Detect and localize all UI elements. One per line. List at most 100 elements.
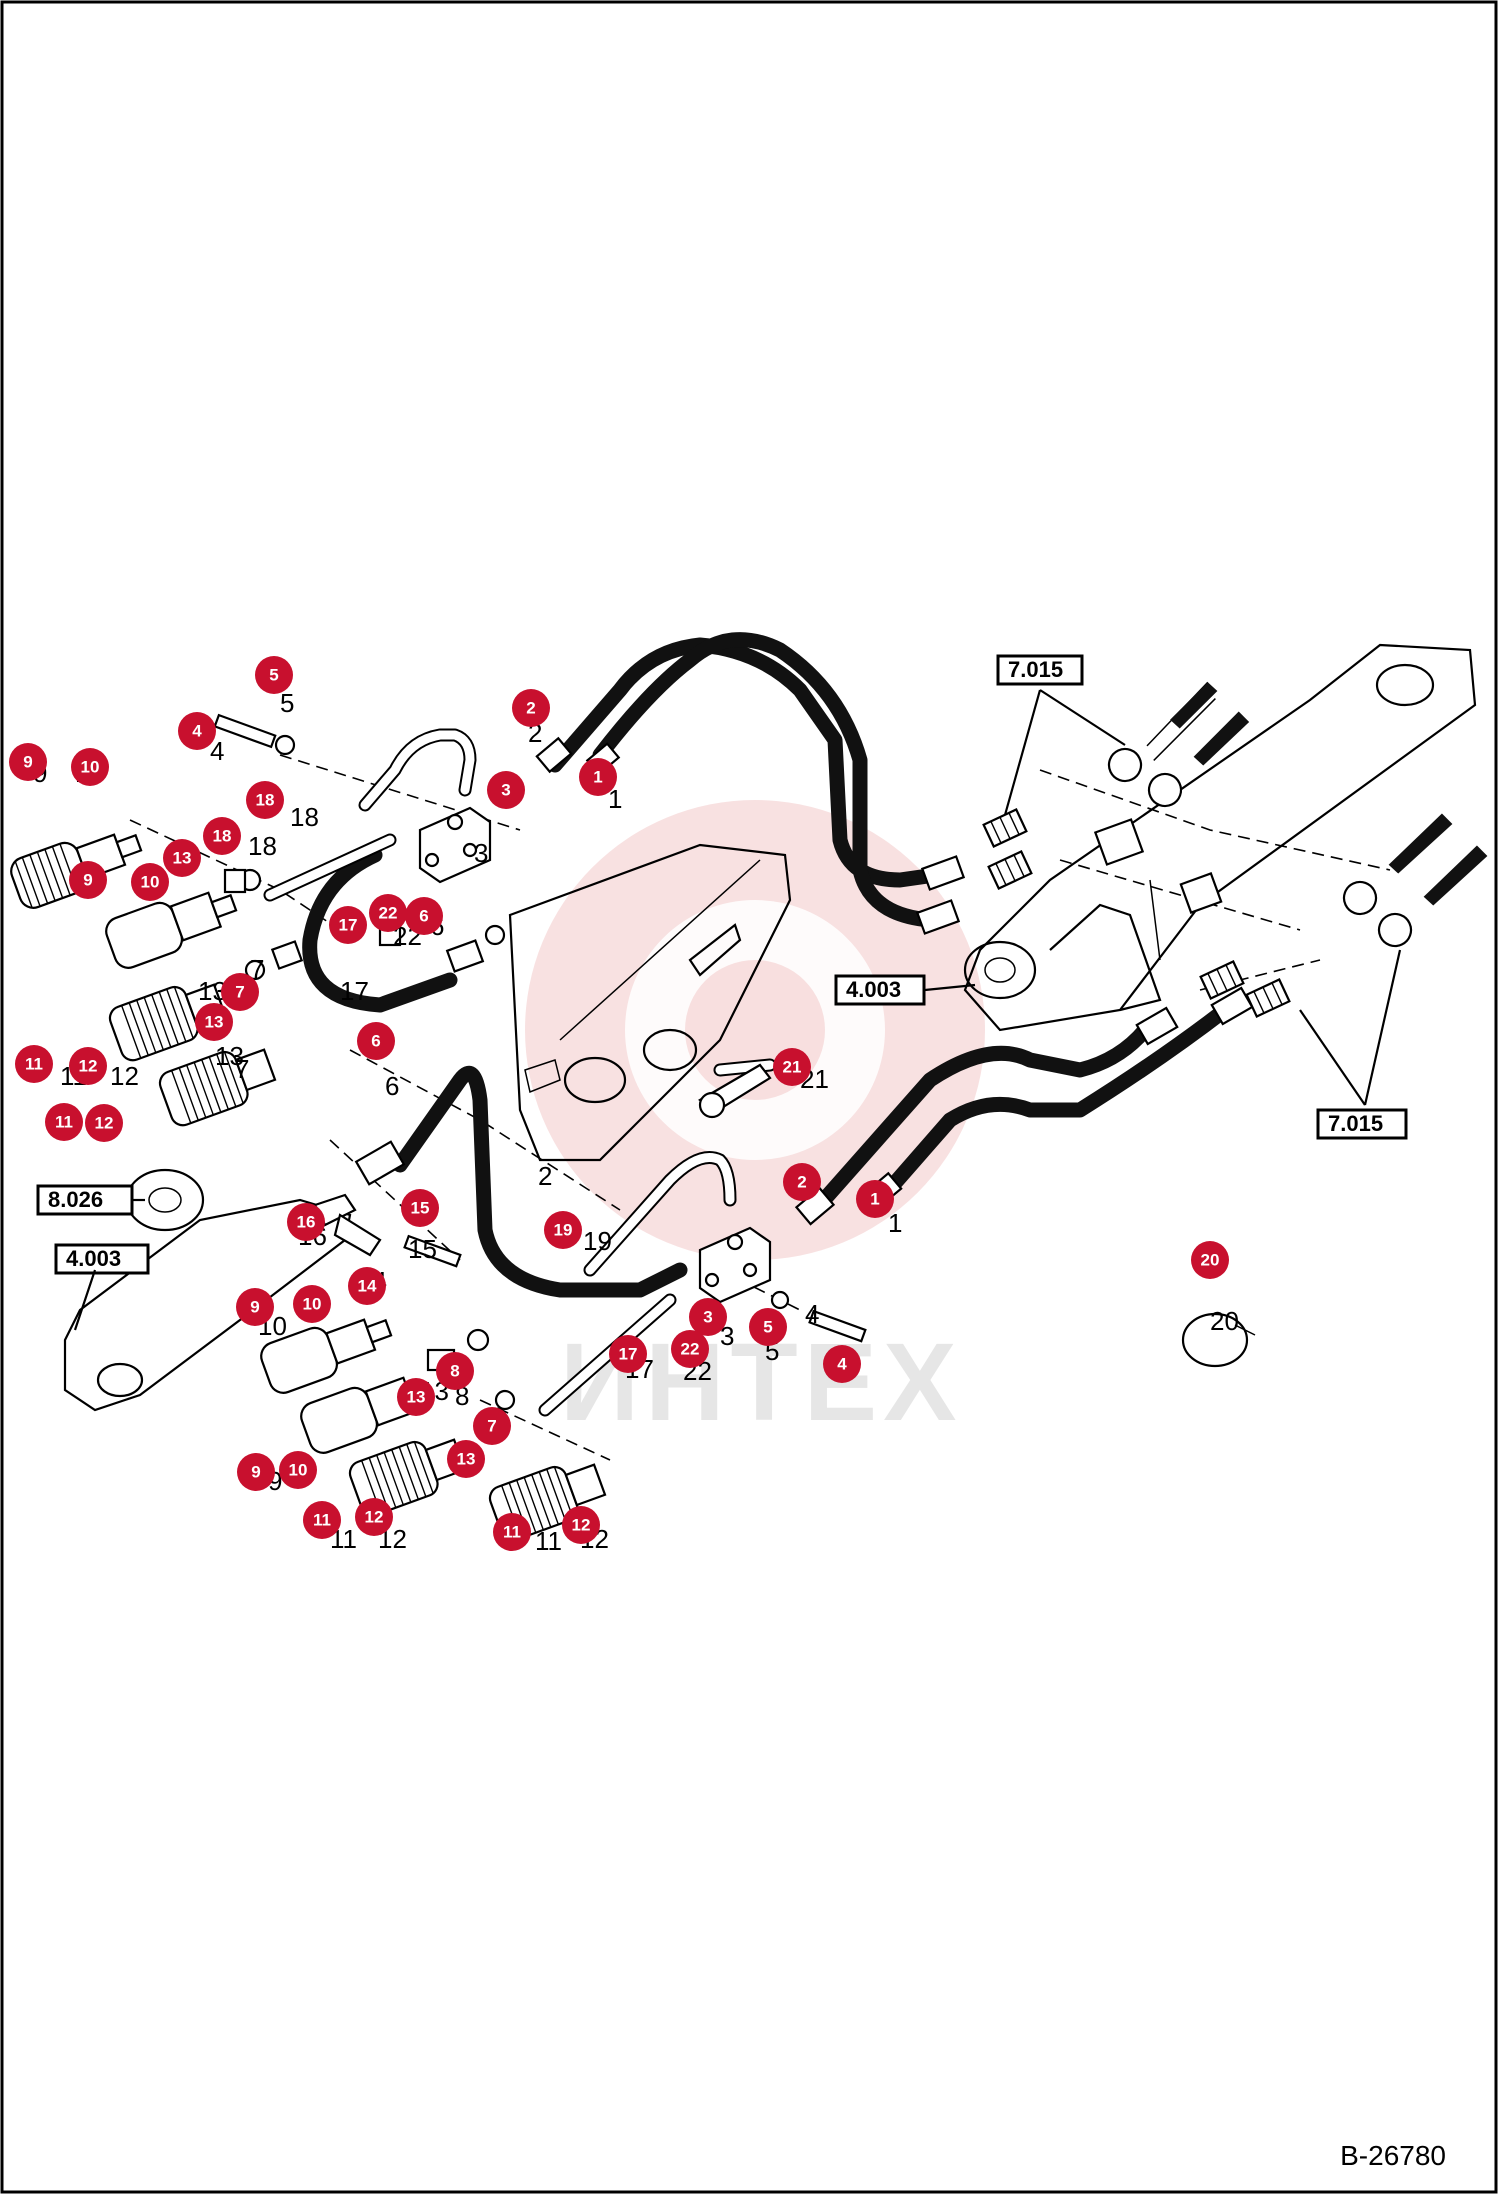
ref-7015-right-box: 7.015: [1316, 1108, 1408, 1140]
callout-badge-10[interactable]: 10: [279, 1451, 317, 1489]
callout-badge-10[interactable]: 10: [293, 1285, 331, 1323]
callout-badge-21[interactable]: 21: [773, 1048, 811, 1086]
callout-badge-number: 19: [554, 1221, 573, 1240]
part-number-label: 17: [340, 976, 369, 1006]
callout-badge-number: 12: [365, 1508, 384, 1527]
callout-badge-9[interactable]: 9: [9, 743, 47, 781]
callout-badge-number: 4: [192, 722, 202, 741]
callout-badge-18[interactable]: 18: [246, 781, 284, 819]
callout-badge-2[interactable]: 2: [512, 689, 550, 727]
callout-badge-12[interactable]: 12: [69, 1047, 107, 1085]
callout-badge-4[interactable]: 4: [178, 712, 216, 750]
callout-badge-number: 11: [25, 1055, 43, 1074]
callout-badge-7[interactable]: 7: [221, 973, 259, 1011]
callout-badge-number: 15: [411, 1199, 430, 1218]
part-number-label: 12: [110, 1061, 139, 1091]
part-number-label: 19: [583, 1226, 612, 1256]
callout-badge-19[interactable]: 19: [544, 1211, 582, 1249]
part-number-label: 15: [408, 1234, 437, 1264]
part-number-label: 18: [248, 831, 277, 861]
part-number-label: 13: [215, 1041, 244, 1071]
callout-badge-number: 13: [205, 1013, 224, 1032]
valve-block-upper: [418, 806, 492, 884]
callout-badge-1[interactable]: 1: [579, 758, 617, 796]
callout-badge-number: 14: [358, 1277, 377, 1296]
callout-badge-5[interactable]: 5: [749, 1308, 787, 1346]
ref-7015-top-box: 7.015: [996, 654, 1084, 686]
callout-badge-11[interactable]: 11: [303, 1501, 341, 1539]
callout-badge-5[interactable]: 5: [255, 656, 293, 694]
callout-badge-22[interactable]: 22: [369, 894, 407, 932]
callout-badge-number: 1: [870, 1190, 879, 1209]
callout-badge-number: 11: [503, 1523, 521, 1542]
callout-badge-14[interactable]: 14: [348, 1267, 386, 1305]
callout-badge-3[interactable]: 3: [689, 1298, 727, 1336]
callout-badge-17[interactable]: 17: [329, 906, 367, 944]
ref-4003-mid-box: 4.003: [834, 974, 926, 1006]
callout-badge-6[interactable]: 6: [357, 1022, 395, 1060]
callout-badge-number: 10: [81, 758, 100, 777]
part-number-label: 7: [250, 954, 264, 984]
callout-badge-11[interactable]: 11: [15, 1045, 53, 1083]
callout-badge-7[interactable]: 7: [473, 1407, 511, 1445]
callout-badge-9[interactable]: 9: [236, 1288, 274, 1326]
callout-badge-number: 9: [251, 1463, 260, 1482]
callout-badge-9[interactable]: 9: [69, 861, 107, 899]
callout-badge-12[interactable]: 12: [85, 1104, 123, 1142]
callout-badge-number: 18: [256, 791, 275, 810]
callout-badge-9[interactable]: 9: [237, 1453, 275, 1491]
callout-badge-12[interactable]: 12: [355, 1498, 393, 1536]
callout-badge-number: 6: [371, 1032, 380, 1051]
part-number-label: 20: [1210, 1306, 1239, 1336]
callout-badge-12[interactable]: 12: [562, 1506, 600, 1544]
callout-badge-10[interactable]: 10: [71, 748, 109, 786]
callout-badge-number: 12: [79, 1057, 98, 1076]
valve-block-lower: [698, 1226, 772, 1304]
ref-4003-left-box: 4.003: [54, 1243, 150, 1275]
ref-box-label: 7.015: [1328, 1111, 1383, 1136]
callout-badge-10[interactable]: 10: [131, 863, 169, 901]
callout-badge-15[interactable]: 15: [401, 1189, 439, 1227]
part-number-label: 7: [235, 1054, 249, 1084]
callout-badge-number: 17: [619, 1345, 638, 1364]
callout-badge-20[interactable]: 20: [1191, 1241, 1229, 1279]
callout-badge-16[interactable]: 16: [287, 1203, 325, 1241]
callout-badge-4[interactable]: 4: [823, 1345, 861, 1383]
ref-box-label: 4.003: [846, 977, 901, 1002]
part-number-label: 4: [210, 736, 224, 766]
callout-badge-13[interactable]: 13: [163, 839, 201, 877]
hydraulic-hoses: [302, 632, 1233, 1298]
callout-badge-2[interactable]: 2: [783, 1163, 821, 1201]
callout-badge-number: 2: [526, 699, 535, 718]
part-number-label: 6: [385, 1071, 399, 1101]
callout-badge-number: 21: [783, 1058, 802, 1077]
callout-badge-number: 12: [95, 1114, 114, 1133]
callout-badge-3[interactable]: 3: [487, 771, 525, 809]
callout-badge-number: 10: [303, 1295, 322, 1314]
callout-badge-1[interactable]: 1: [856, 1180, 894, 1218]
callout-badge-number: 4: [837, 1355, 847, 1374]
callout-badge-number: 13: [407, 1388, 426, 1407]
callout-badge-6[interactable]: 6: [405, 897, 443, 935]
callout-badge-18[interactable]: 18: [203, 817, 241, 855]
callout-badge-13[interactable]: 13: [195, 1003, 233, 1041]
callout-badge-22[interactable]: 22: [671, 1330, 709, 1368]
callout-badge-number: 6: [419, 907, 428, 926]
callout-badge-number: 11: [313, 1511, 331, 1530]
callout-badge-13[interactable]: 13: [447, 1440, 485, 1478]
callout-badge-11[interactable]: 11: [493, 1513, 531, 1551]
callout-badge-number: 7: [235, 983, 244, 1002]
callout-badge-11[interactable]: 11: [45, 1103, 83, 1141]
callout-badge-8[interactable]: 8: [436, 1352, 474, 1390]
callout-badge-number: 7: [487, 1417, 496, 1436]
callout-badge-number: 22: [681, 1340, 700, 1359]
ref-box-label: 4.003: [66, 1246, 121, 1271]
part-number-label: 4: [805, 1299, 819, 1329]
callout-badge-number: 3: [703, 1308, 712, 1327]
callout-badge-number: 22: [379, 904, 398, 923]
callout-badge-number: 9: [23, 753, 32, 772]
callout-badge-13[interactable]: 13: [397, 1378, 435, 1416]
callout-badge-17[interactable]: 17: [609, 1335, 647, 1373]
